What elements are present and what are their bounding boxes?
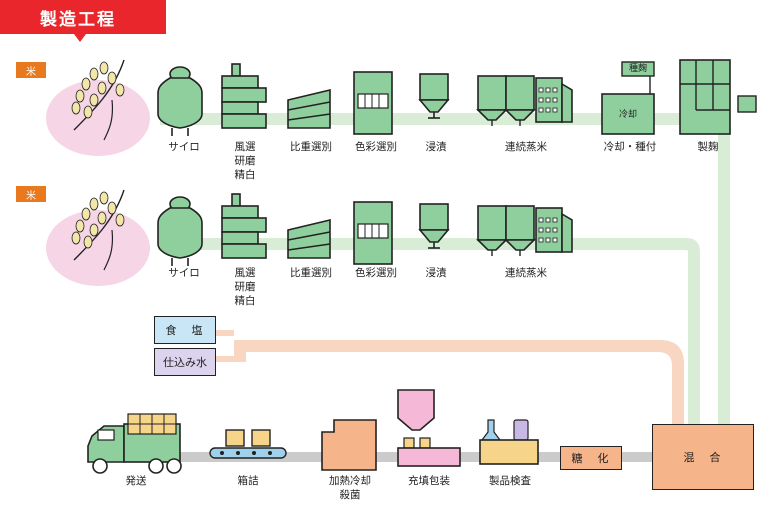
step-polish-1: 風選 研磨 精白 [234, 141, 256, 181]
saccharification: 糖 化 [560, 446, 622, 470]
step-steam-1: 連続蒸米 [505, 141, 547, 153]
step-sterilize: 加熱冷却 殺菌 [329, 475, 371, 501]
page-title: 製造工程 [0, 0, 166, 34]
step-filling: 充填包装 [408, 475, 450, 487]
step-polish-2: 風選 研磨 精白 [234, 267, 256, 307]
koji-seed-inner-label: 種麹 [628, 64, 647, 74]
polisher-1 [221, 63, 267, 129]
step-boxing: 箱詰 [237, 475, 259, 487]
step-gravity-1: 比重選別 [290, 141, 332, 153]
color-sorter-1 [353, 71, 393, 135]
rice-tag-2: 米 [16, 186, 46, 202]
pipe-koji-down [718, 113, 730, 433]
koji-maker [679, 59, 757, 135]
salt-input: 食 塩 [154, 316, 216, 344]
step-soak-1: 浸漬 [425, 141, 447, 153]
step-koji-1: 製麹 [697, 141, 719, 153]
step-color-1: 色彩選別 [355, 141, 397, 153]
mixing-tank: 混 合 [652, 424, 754, 490]
continuous-steamer-1 [477, 75, 573, 127]
silo-1 [157, 66, 203, 137]
rice-bowl-2 [46, 210, 150, 286]
step-inspection: 製品検査 [489, 475, 531, 487]
cooling-inner-label: 冷却 [618, 110, 637, 120]
polisher-2 [221, 193, 267, 259]
step-silo-1: サイロ [168, 141, 200, 153]
gravity-separator-1 [287, 89, 331, 129]
gravity-separator-2 [287, 219, 331, 259]
pipe-salt-water [216, 330, 684, 432]
step-soak-2: 浸漬 [425, 267, 447, 279]
cooling-inoculation [601, 61, 655, 135]
truck-icon [87, 413, 182, 474]
rice-bowl-1 [46, 80, 150, 156]
title-notch [74, 34, 86, 42]
step-cool-1: 冷却・種付 [603, 141, 657, 153]
color-sorter-2 [353, 201, 393, 265]
inspection-station [479, 419, 539, 465]
filling-machine [397, 389, 461, 467]
step-shipping: 発送 [125, 475, 147, 487]
soaking-tank-1 [419, 73, 449, 119]
step-color-2: 色彩選別 [355, 267, 397, 279]
step-gravity-2: 比重選別 [290, 267, 332, 279]
rice-tag-1: 米 [16, 62, 46, 78]
step-silo-2: サイロ [168, 267, 200, 279]
boxing-conveyor [209, 429, 287, 459]
sterilizer [321, 419, 377, 471]
continuous-steamer-2 [477, 205, 573, 257]
silo-2 [157, 196, 203, 267]
water-input: 仕込み水 [154, 348, 216, 376]
step-steam-2: 連続蒸米 [505, 267, 547, 279]
